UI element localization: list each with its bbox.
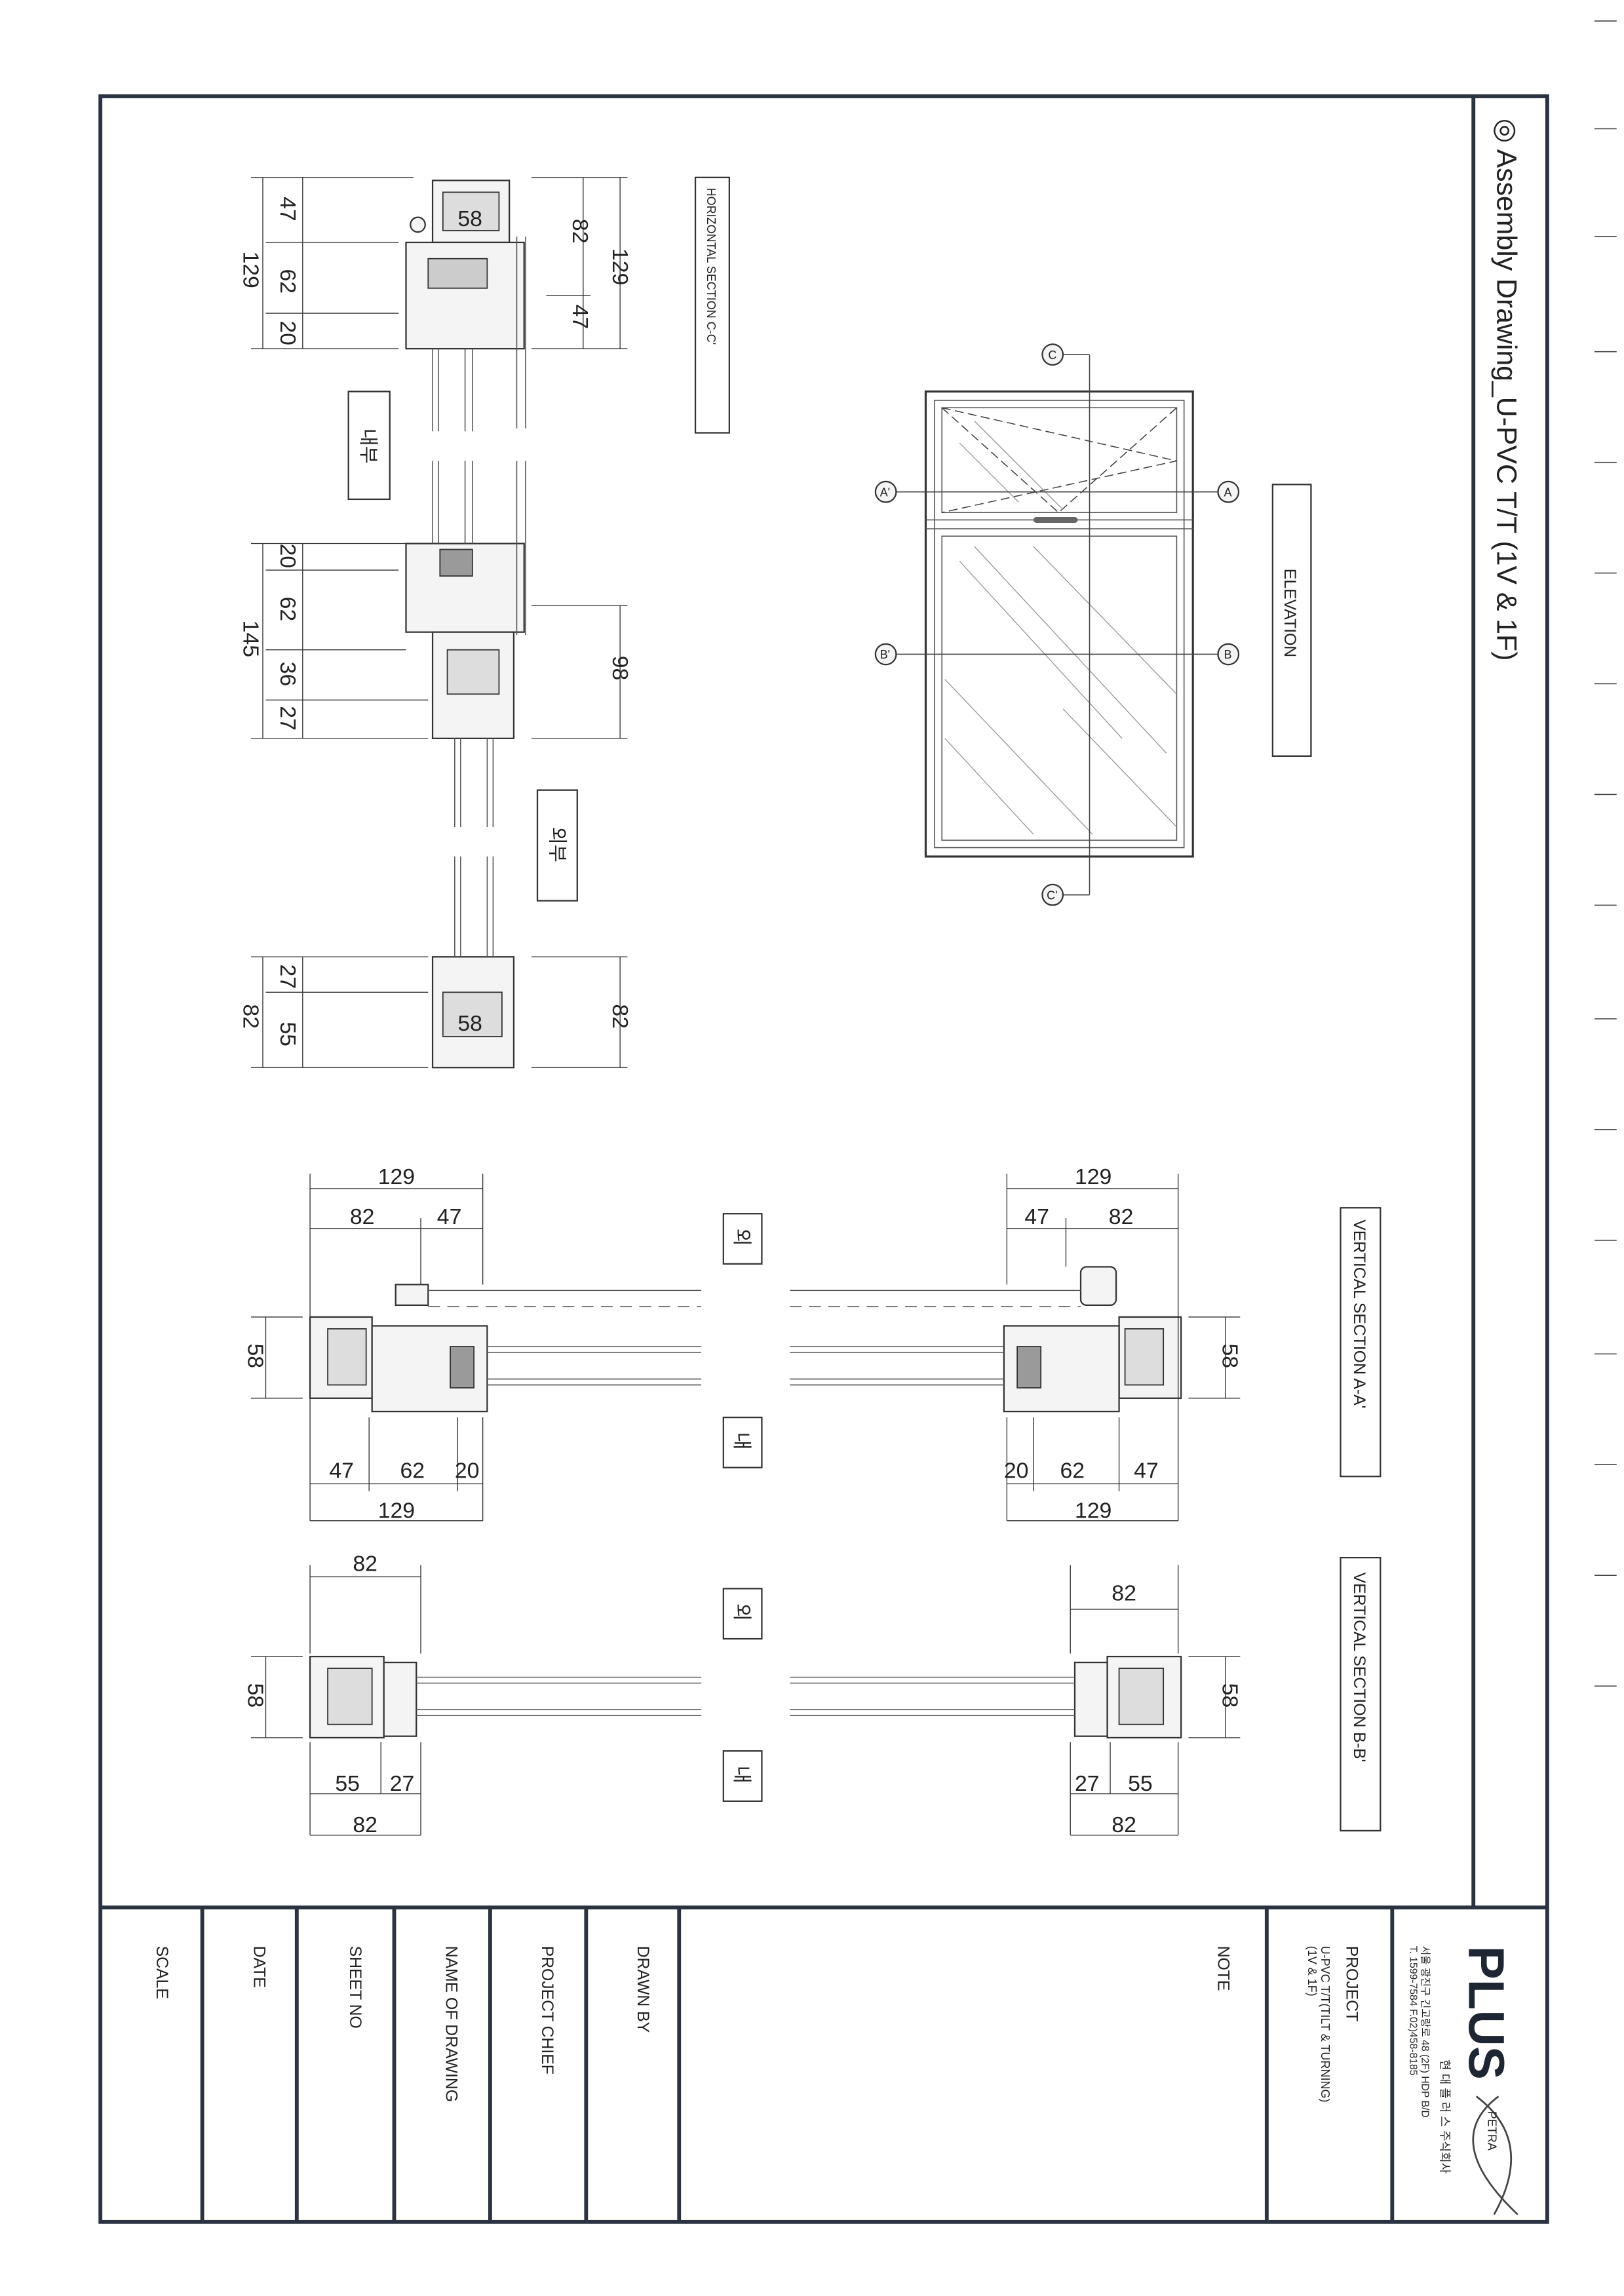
dim: 27 [1075, 1771, 1100, 1796]
glass-size-label: 58 [457, 206, 482, 231]
dim: 27 [390, 1771, 415, 1796]
scale-label: SCALE [153, 1946, 170, 1999]
dim: 58 [242, 1683, 267, 1708]
vertical-section-b: VERTICAL SECTION B-B' 82 58 55 27 [242, 1551, 1382, 1837]
dim: 55 [1128, 1771, 1153, 1796]
svg-text:C': C' [1047, 889, 1057, 902]
dim: 62 [1060, 1458, 1085, 1483]
dim: 129 [378, 1498, 415, 1523]
section-marker-b-left: B' [874, 643, 897, 666]
dim: 145 [239, 621, 263, 657]
dim: 20 [1004, 1458, 1029, 1483]
exterior-label: 외부 [546, 827, 568, 862]
svg-text:C: C [1048, 349, 1056, 362]
dim: 129 [378, 1164, 415, 1189]
dim: 82 [353, 1551, 377, 1576]
interior-label: 내 [731, 1432, 752, 1450]
hinge-icon [1079, 1266, 1117, 1307]
project-value-2: (1V & 1F) [1305, 1946, 1319, 1997]
horizontal-section-dimensions: 129 47 62 20 82 47 129 20 62 36 27 145 9… [239, 197, 632, 1046]
dim: 129 [239, 251, 263, 288]
note-label: NOTE [1214, 1946, 1232, 1991]
section-marker-a-right: A [1217, 480, 1240, 503]
project-value: U-PVC T/T(TILT & TURNING) [1319, 1946, 1332, 2103]
svg-text:B': B' [880, 648, 890, 661]
dim: 27 [275, 706, 300, 731]
dim: 20 [275, 320, 300, 345]
dim: 58 [1217, 1683, 1242, 1708]
dim: 129 [608, 248, 632, 285]
dim: 20 [455, 1458, 480, 1483]
margin-ticks [1594, 20, 1617, 1687]
dim: 47 [329, 1458, 354, 1483]
company-address: 서울 광진구 긴고랑로 48 (2F) HDP B/D [1419, 1946, 1431, 2118]
svg-text:PETRA: PETRA [1486, 2111, 1499, 2151]
dim: 58 [242, 1343, 267, 1368]
sheet-no-label: SHEET NO [346, 1946, 364, 2029]
interior-label: 내부 [357, 429, 379, 464]
project-chief-label: PROJECT CHIEF [538, 1946, 556, 2075]
dim: 47 [275, 197, 300, 221]
dim: 62 [275, 597, 300, 622]
exterior-label: 외 [731, 1603, 752, 1621]
company-name: 현 대 플 러 스 주식회사 [1439, 2059, 1452, 2174]
dim: 62 [275, 269, 300, 294]
dim: 55 [275, 1022, 300, 1046]
dim: 58 [1217, 1343, 1242, 1368]
dim: 27 [275, 965, 300, 989]
dim: 20 [275, 544, 300, 569]
section-marker-c-bottom: C' [1041, 883, 1064, 906]
svg-text:A': A' [880, 486, 890, 499]
svg-text:B: B [1224, 648, 1232, 661]
vertical-section-b-label: VERTICAL SECTION B-B' [1350, 1573, 1368, 1763]
drawn-by-label: DRAWN BY [634, 1946, 651, 2033]
dim: 129 [1075, 1498, 1112, 1523]
horizontal-section: HORIZONTAL SECTION C-C' 58 58 [239, 176, 730, 1069]
exterior-label: 외 [731, 1229, 752, 1246]
section-marker-b-right: B [1217, 643, 1240, 666]
dim: 47 [1024, 1204, 1049, 1229]
dim: 47 [1134, 1458, 1159, 1483]
dim: 82 [350, 1204, 375, 1229]
name-of-drawing-label: NAME OF DRAWING [442, 1946, 459, 2102]
date-label: DATE [250, 1946, 267, 1988]
section-marker-a-left: A' [874, 480, 897, 503]
hinge-screw-icon [410, 216, 426, 233]
glass-size-label: 58 [457, 1011, 482, 1036]
svg-text:A: A [1224, 486, 1232, 499]
handle-icon [1033, 516, 1078, 523]
dim: 82 [1109, 1204, 1134, 1229]
dim: 82 [239, 1004, 263, 1029]
dim: 82 [1112, 1580, 1136, 1605]
dim: 36 [275, 662, 300, 687]
logo-plus: PLUS [1458, 1946, 1513, 2080]
dim: 129 [1075, 1164, 1112, 1189]
drawing-title: ◎ Assembly Drawing_U-PVC T/T (1V & 1F) [1490, 119, 1522, 661]
dim: 82 [608, 1004, 632, 1029]
vertical-section-a: VERTICAL SECTION A-A' [242, 1164, 1382, 1523]
elevation: C C' A' A B' B ELEVATION [874, 343, 1312, 906]
dim: 98 [608, 656, 632, 681]
title-block: PLUS PETRA 현 대 플 러 스 주식회사 서울 광진구 긴고랑로 48… [153, 1946, 1518, 2215]
dim: 82 [353, 1812, 377, 1837]
dim: 82 [1112, 1812, 1136, 1837]
dim: 47 [437, 1204, 462, 1229]
section-marker-c-top: C [1041, 343, 1064, 366]
vertical-section-a-label: VERTICAL SECTION A-A' [1350, 1219, 1368, 1408]
dim: 47 [568, 305, 592, 330]
dim: 62 [400, 1458, 425, 1483]
interior-label: 내 [731, 1766, 752, 1784]
dim: 82 [568, 219, 592, 244]
company-contact: T. 1599-7584 F.02)458-8185 [1407, 1946, 1418, 2076]
project-label: PROJECT [1342, 1946, 1360, 2022]
horizontal-section-label: HORIZONTAL SECTION C-C' [705, 188, 718, 345]
elevation-label: ELEVATION [1281, 569, 1298, 657]
dim: 55 [335, 1771, 360, 1796]
petra-fish-logo-icon: PETRA [1472, 2095, 1518, 2215]
sheet-border [98, 94, 1549, 2224]
